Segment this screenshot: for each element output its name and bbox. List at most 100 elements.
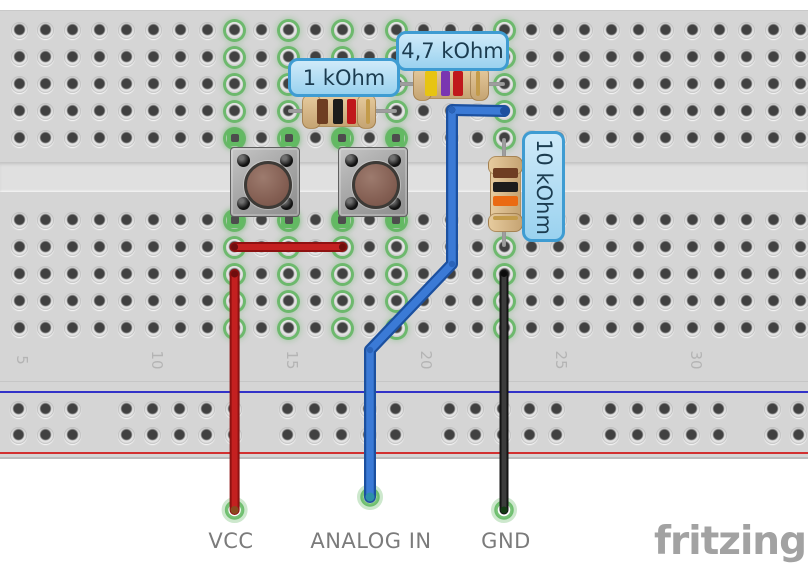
breadboard-hole[interactable]: [630, 238, 648, 256]
breadboard-hole[interactable]: [306, 211, 324, 229]
breadboard-hole[interactable]: [711, 292, 729, 310]
breadboard-hole[interactable]: [738, 292, 756, 310]
breadboard-hole[interactable]: [226, 48, 244, 66]
breadboard-hole[interactable]: [145, 75, 163, 93]
breadboard-hole[interactable]: [630, 292, 648, 310]
breadboard-hole[interactable]: [64, 75, 82, 93]
breadboard-hole[interactable]: [9, 400, 27, 418]
breadboard-hole[interactable]: [37, 238, 55, 256]
breadboard-hole[interactable]: [549, 75, 567, 93]
breadboard-hole[interactable]: [630, 265, 648, 283]
breadboard-hole[interactable]: [10, 21, 28, 39]
breadboard-hole[interactable]: [332, 426, 350, 444]
breadboard-hole[interactable]: [172, 48, 190, 66]
breadboard-hole[interactable]: [91, 48, 109, 66]
breadboard-hole[interactable]: [118, 21, 136, 39]
breadboard-hole[interactable]: [172, 102, 190, 120]
breadboard-hole[interactable]: [9, 426, 27, 444]
breadboard-hole[interactable]: [630, 21, 648, 39]
breadboard-hole[interactable]: [657, 129, 675, 147]
breadboard-hole[interactable]: [305, 426, 323, 444]
breadboard-hole[interactable]: [118, 238, 136, 256]
breadboard-hole[interactable]: [522, 21, 540, 39]
breadboard-hole[interactable]: [522, 265, 540, 283]
breadboard-hole[interactable]: [118, 211, 136, 229]
breadboard-hole[interactable]: [10, 265, 28, 283]
breadboard-hole[interactable]: [306, 292, 324, 310]
breadboard-hole[interactable]: [91, 102, 109, 120]
breadboard-hole[interactable]: [37, 48, 55, 66]
breadboard-hole[interactable]: [37, 102, 55, 120]
breadboard-hole[interactable]: [144, 426, 162, 444]
breadboard-hole[interactable]: [253, 292, 271, 310]
breadboard-hole[interactable]: [199, 129, 217, 147]
breadboard-hole[interactable]: [684, 265, 702, 283]
breadboard-hole[interactable]: [172, 265, 190, 283]
breadboard-hole[interactable]: [172, 238, 190, 256]
resistor-1k[interactable]: [302, 94, 376, 129]
breadboard-hole[interactable]: [468, 238, 486, 256]
breadboard-hole[interactable]: [576, 129, 594, 147]
breadboard-hole[interactable]: [10, 238, 28, 256]
breadboard-hole[interactable]: [441, 292, 459, 310]
breadboard-hole[interactable]: [765, 292, 783, 310]
breadboard-hole[interactable]: [198, 400, 216, 418]
breadboard-hole[interactable]: [280, 319, 297, 337]
breadboard-hole[interactable]: [387, 292, 405, 310]
button-cap[interactable]: [244, 161, 292, 209]
breadboard-hole[interactable]: [172, 75, 190, 93]
breadboard-hole[interactable]: [549, 238, 567, 256]
breadboard-hole[interactable]: [576, 21, 594, 39]
breadboard-hole[interactable]: [118, 319, 136, 337]
breadboard-hole[interactable]: [522, 319, 540, 337]
breadboard-hole[interactable]: [790, 426, 808, 444]
breadboard-hole[interactable]: [655, 400, 673, 418]
breadboard-hole[interactable]: [199, 48, 217, 66]
breadboard-hole[interactable]: [467, 400, 485, 418]
breadboard-hole[interactable]: [603, 238, 621, 256]
breadboard-hole[interactable]: [360, 265, 378, 283]
breadboard-hole[interactable]: [576, 211, 594, 229]
wire-label-analog-in[interactable]: ANALOG IN: [310, 529, 432, 553]
breadboard-hole[interactable]: [657, 319, 675, 337]
breadboard-hole[interactable]: [305, 400, 323, 418]
breadboard-hole[interactable]: [360, 292, 378, 310]
breadboard-hole[interactable]: [548, 400, 566, 418]
breadboard-hole[interactable]: [117, 426, 135, 444]
breadboard-hole[interactable]: [306, 265, 324, 283]
breadboard-hole[interactable]: [576, 48, 594, 66]
breadboard-hole[interactable]: [332, 400, 350, 418]
breadboard-hole[interactable]: [279, 426, 296, 444]
breadboard-hole[interactable]: [199, 21, 217, 39]
breadboard-hole[interactable]: [467, 426, 485, 444]
breadboard-hole[interactable]: [280, 292, 297, 310]
breadboard-hole[interactable]: [118, 102, 136, 120]
breadboard-hole[interactable]: [657, 238, 675, 256]
breadboard-hole[interactable]: [792, 48, 808, 66]
breadboard-hole[interactable]: [684, 238, 702, 256]
breadboard-hole[interactable]: [91, 129, 109, 147]
breadboard-hole[interactable]: [711, 48, 729, 66]
breadboard-hole[interactable]: [145, 211, 163, 229]
breadboard-hole[interactable]: [657, 292, 675, 310]
breadboard-hole[interactable]: [64, 265, 82, 283]
breadboard-hole[interactable]: [711, 238, 729, 256]
label-resistor-4k7[interactable]: 4,7 kOhm: [396, 31, 509, 71]
breadboard-hole[interactable]: [628, 400, 646, 418]
breadboard-hole[interactable]: [522, 75, 540, 93]
breadboard-hole[interactable]: [199, 319, 217, 337]
breadboard-hole[interactable]: [253, 319, 271, 337]
breadboard-hole[interactable]: [738, 21, 756, 39]
breadboard-hole[interactable]: [198, 426, 216, 444]
breadboard-hole[interactable]: [684, 211, 702, 229]
breadboard-hole[interactable]: [145, 238, 163, 256]
breadboard-hole[interactable]: [468, 129, 486, 147]
breadboard-hole[interactable]: [10, 319, 28, 337]
breadboard-hole[interactable]: [684, 75, 702, 93]
breadboard-hole[interactable]: [765, 211, 783, 229]
breadboard-hole[interactable]: [441, 319, 459, 337]
breadboard-hole[interactable]: [630, 75, 648, 93]
wire-analog-in[interactable]: [364, 104, 510, 503]
breadboard-hole[interactable]: [91, 211, 109, 229]
breadboard-hole[interactable]: [684, 102, 702, 120]
